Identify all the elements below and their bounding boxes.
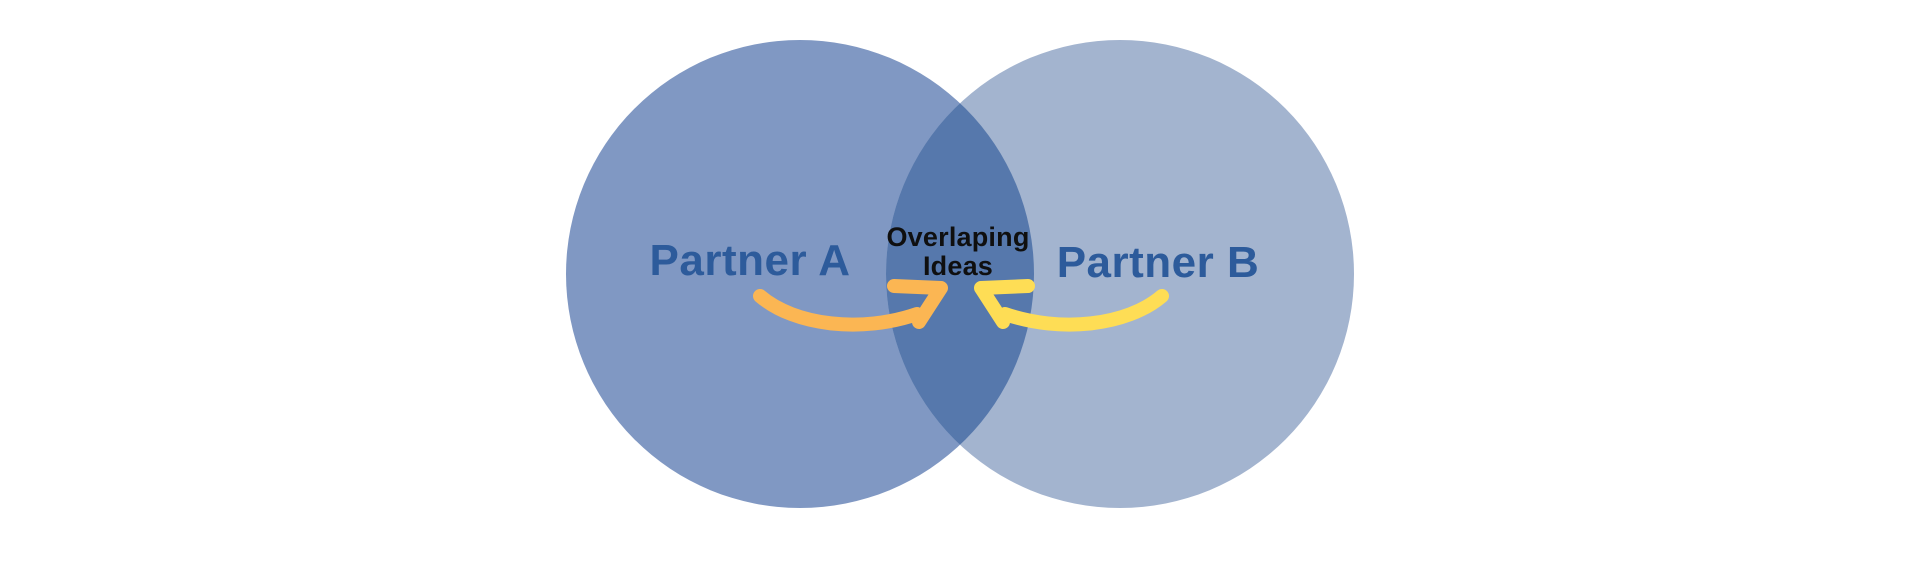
- overlap-label-line1: Overlaping: [886, 222, 1030, 252]
- overlap-label-line2: Ideas: [922, 251, 994, 281]
- right-circle-label: Partner B: [1056, 238, 1260, 287]
- right-to-center-arrow-icon: [974, 279, 1169, 332]
- right-circle: [886, 40, 1354, 508]
- left-circle-label: Partner A: [649, 236, 851, 285]
- overlap-label: Overlaping Ideas: [886, 223, 1029, 281]
- left-to-center-arrow-icon: [753, 279, 948, 332]
- left-circle: [566, 40, 1034, 508]
